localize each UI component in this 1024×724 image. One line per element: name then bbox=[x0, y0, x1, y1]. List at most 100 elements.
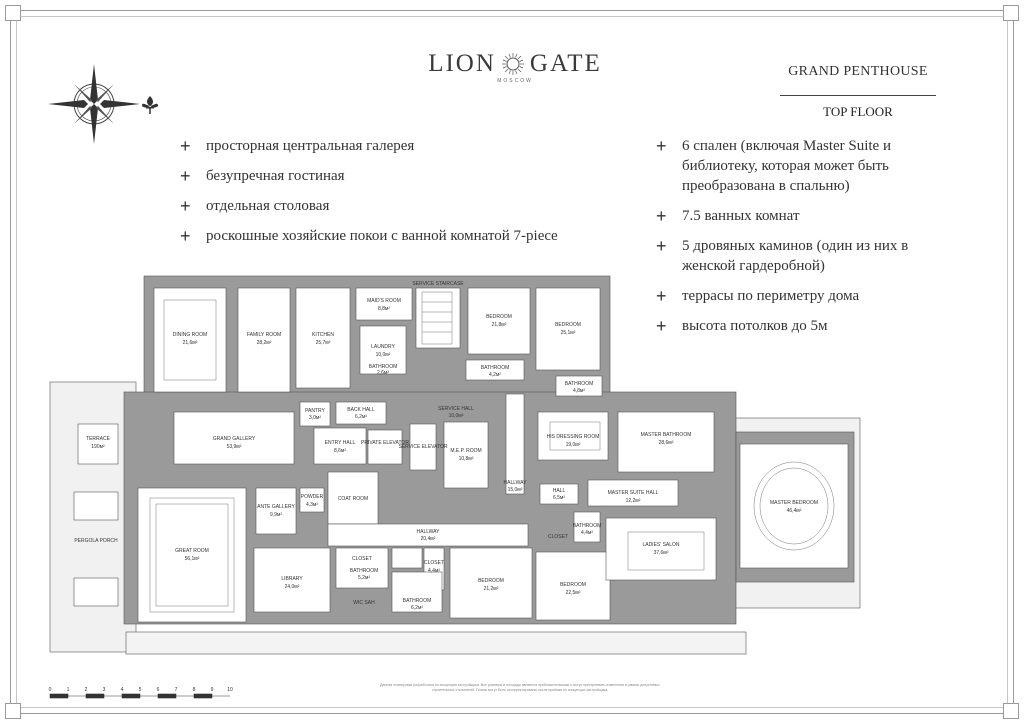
room-area: 24,0м² bbox=[285, 584, 300, 590]
room-area: 20,4м² bbox=[421, 536, 436, 542]
plus-icon: + bbox=[656, 136, 667, 156]
room-area: 22,5м² bbox=[566, 590, 581, 596]
room-label: CLOSET bbox=[548, 534, 568, 540]
room-label: SERVICE ELEVATOR bbox=[398, 444, 447, 450]
room-area: 37,6м² bbox=[654, 550, 669, 556]
scale-label: 7 bbox=[175, 687, 178, 693]
room-label: HIS DRESSING ROOM bbox=[547, 434, 600, 440]
room-area: 4,4м² bbox=[428, 568, 440, 574]
feature-text: 5 дровяных каминов (один из них в женско… bbox=[682, 238, 909, 274]
room-labels: DINING ROOM 21,6м² FAMILY ROOM 28,2м² KI… bbox=[74, 281, 818, 611]
feature-text: безупречная гостиная bbox=[206, 168, 345, 184]
room-area: 6,5м² bbox=[553, 495, 565, 501]
features-left: + просторная центральная галерея +безупре… bbox=[180, 136, 558, 256]
frame-corner bbox=[5, 703, 21, 719]
room-area: 10,0м² bbox=[376, 352, 391, 358]
room-area: 21,6м² bbox=[183, 340, 198, 346]
plan-rooms bbox=[73, 287, 849, 623]
feature-text: роскошные хозяйские покои с ванной комна… bbox=[206, 228, 558, 244]
room-area: 21,2м² bbox=[484, 586, 499, 592]
room-label: HALLWAY bbox=[504, 480, 528, 486]
features-right: +6 спален (включая Master Suite и библио… bbox=[656, 136, 956, 346]
room-label: KITCHEN bbox=[312, 332, 334, 338]
frame-corner bbox=[5, 5, 21, 21]
scale-bar: 0 1 2 3 4 5 6 7 8 9 10 bbox=[49, 687, 233, 699]
room-area: 25,1м² bbox=[561, 330, 576, 336]
room-area: 2,6м² bbox=[377, 370, 389, 376]
scale-label: 4 bbox=[121, 687, 124, 693]
room-label: CLOSET bbox=[424, 560, 444, 566]
feature-text: просторная центральная галерея bbox=[206, 138, 415, 154]
scale-label: 0 bbox=[49, 687, 52, 693]
room-label: PANTRY bbox=[305, 408, 325, 414]
room-label: POWDER bbox=[301, 494, 324, 500]
room-label: BACK HALL bbox=[347, 407, 375, 413]
room-label: MAID'S ROOM bbox=[367, 298, 401, 304]
feature-text: отдельная столовая bbox=[206, 198, 330, 214]
room-label: BEDROOM bbox=[560, 582, 586, 588]
scale-label: 6 bbox=[157, 687, 160, 693]
room-area: 46,4м² bbox=[787, 508, 802, 514]
room-label: COAT ROOM bbox=[338, 496, 368, 502]
room-area: 6,2м² bbox=[355, 414, 367, 420]
room-area: 12,2м² bbox=[626, 498, 641, 504]
room-label: ANTE GALLERY bbox=[257, 504, 295, 510]
room-area: 190м² bbox=[91, 444, 105, 450]
room-area: 9,9м² bbox=[270, 512, 282, 518]
room-label: TERRACE bbox=[86, 436, 111, 442]
feature-item: +безупречная гостиная bbox=[180, 166, 558, 186]
scale-label: 2 bbox=[85, 687, 88, 693]
room-area: 53,9м² bbox=[227, 444, 242, 450]
room-label: FAMILY ROOM bbox=[247, 332, 281, 338]
sun-emblem-icon bbox=[501, 53, 524, 75]
scale-label: 5 bbox=[139, 687, 142, 693]
room-label: BEDROOM bbox=[478, 578, 504, 584]
feature-text: 6 спален (включая Master Suite и библиот… bbox=[682, 138, 891, 194]
inner-frame bbox=[16, 16, 1008, 708]
brand-city: MOSCOW bbox=[497, 78, 533, 84]
room-area: 4,3м² bbox=[306, 502, 318, 508]
room-area: 5,2м² bbox=[358, 575, 370, 581]
room-label: SERVICE HALL bbox=[438, 406, 474, 412]
room-label: BATHROOM bbox=[565, 381, 594, 387]
room-label: PRIVATE ELEVATOR bbox=[361, 440, 409, 446]
feature-item: + отдельная столовая bbox=[180, 196, 558, 216]
room-area: 4,4м² bbox=[581, 530, 593, 536]
plus-icon: + bbox=[656, 206, 667, 226]
room-area: 8,6м² bbox=[334, 448, 346, 454]
room-label: HALL bbox=[553, 488, 566, 494]
room-label: DINING ROOM bbox=[173, 332, 207, 338]
plan-details bbox=[149, 291, 835, 613]
room-label: CLOSET bbox=[352, 556, 372, 562]
room-label: LIBRARY bbox=[281, 576, 303, 582]
room-area: 21,8м² bbox=[492, 322, 507, 328]
room-area: 15,0м² bbox=[508, 487, 523, 493]
room-area: 10,0м² bbox=[449, 413, 464, 419]
room-label: GRAND GALLERY bbox=[213, 436, 256, 442]
room-label: MASTER SUITE HALL bbox=[608, 490, 659, 496]
room-area: 28,2м² bbox=[257, 340, 272, 346]
room-area: 10,8м² bbox=[459, 456, 474, 462]
compass-rose-icon bbox=[48, 64, 158, 144]
plus-icon: + bbox=[656, 316, 667, 336]
page-title: GRAND PENTHOUSE bbox=[788, 64, 928, 79]
room-label: BEDROOM bbox=[486, 314, 512, 320]
room-label: BATHROOM bbox=[573, 523, 602, 529]
room-label: BATHROOM bbox=[369, 364, 398, 370]
room-area: 6,2м² bbox=[411, 605, 423, 611]
feature-text: террасы по периметру дома bbox=[682, 288, 860, 304]
feature-item: +7.5 ванных комнат bbox=[656, 206, 956, 226]
feature-item: +террасы по периметру дома bbox=[656, 286, 956, 306]
floor-plan: DINING ROOM 21,6м² FAMILY ROOM 28,2м² KI… bbox=[49, 275, 861, 655]
room-label: SERVICE STAIRCASE bbox=[412, 281, 464, 287]
floor-subtitle: TOP FLOOR bbox=[823, 104, 893, 119]
room-label: ENTRY HALL bbox=[325, 440, 356, 446]
room-label: PERGOLA PORCH bbox=[74, 538, 118, 544]
plus-icon: + bbox=[180, 196, 191, 216]
title-divider bbox=[780, 95, 936, 96]
room-label: MASTER BATHROOM bbox=[641, 432, 692, 438]
room-label: GREAT ROOM bbox=[175, 548, 209, 554]
scale-label: 8 bbox=[193, 687, 196, 693]
feature-text: 7.5 ванных комнат bbox=[682, 208, 800, 224]
frame-corner bbox=[1003, 5, 1019, 21]
